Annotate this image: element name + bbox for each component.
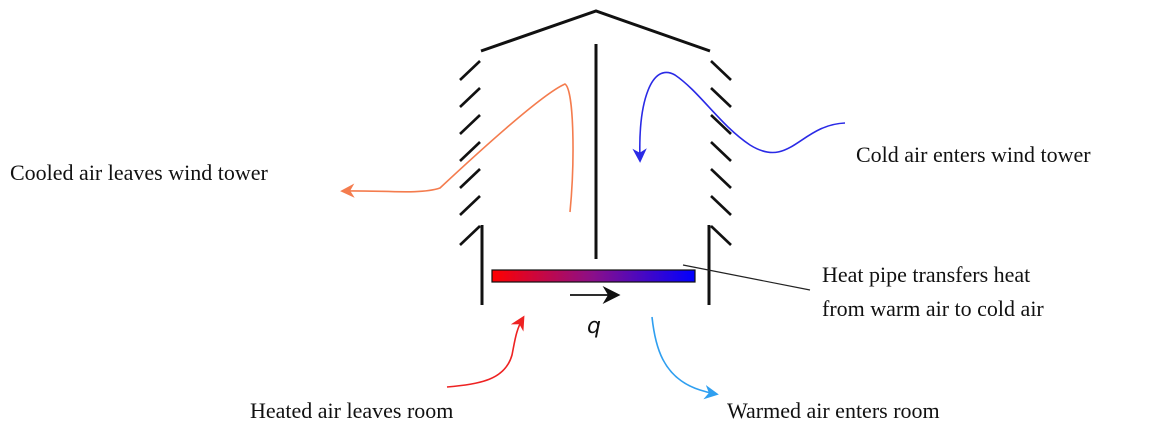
label-cooled-air-leaves: Cooled air leaves wind tower: [10, 160, 268, 185]
label-heat-pipe-line1: Heat pipe transfers heat: [822, 262, 1030, 287]
cold-air-flow-arrow: [632, 71, 846, 163]
tower-roof: [480, 9, 711, 53]
heated-air-flow-arrow: [446, 315, 525, 388]
label-heated-air-leaves: Heated air leaves room: [250, 398, 453, 423]
label-heat-pipe-line2: from warm air to cold air: [822, 296, 1044, 321]
left-louvers: [459, 60, 481, 246]
label-warmed-air-enters: Warmed air enters room: [727, 398, 940, 423]
warmed-air-flow-arrow: [651, 316, 719, 400]
heat-pipe: [491, 269, 696, 283]
label-cold-air-enters: Cold air enters wind tower: [856, 142, 1091, 167]
right-louvers: [710, 60, 732, 246]
cooled-air-flow-arrow: [340, 83, 574, 213]
heat-pipe-pointer: [682, 264, 811, 291]
heat-flow-symbol: q: [587, 314, 601, 339]
